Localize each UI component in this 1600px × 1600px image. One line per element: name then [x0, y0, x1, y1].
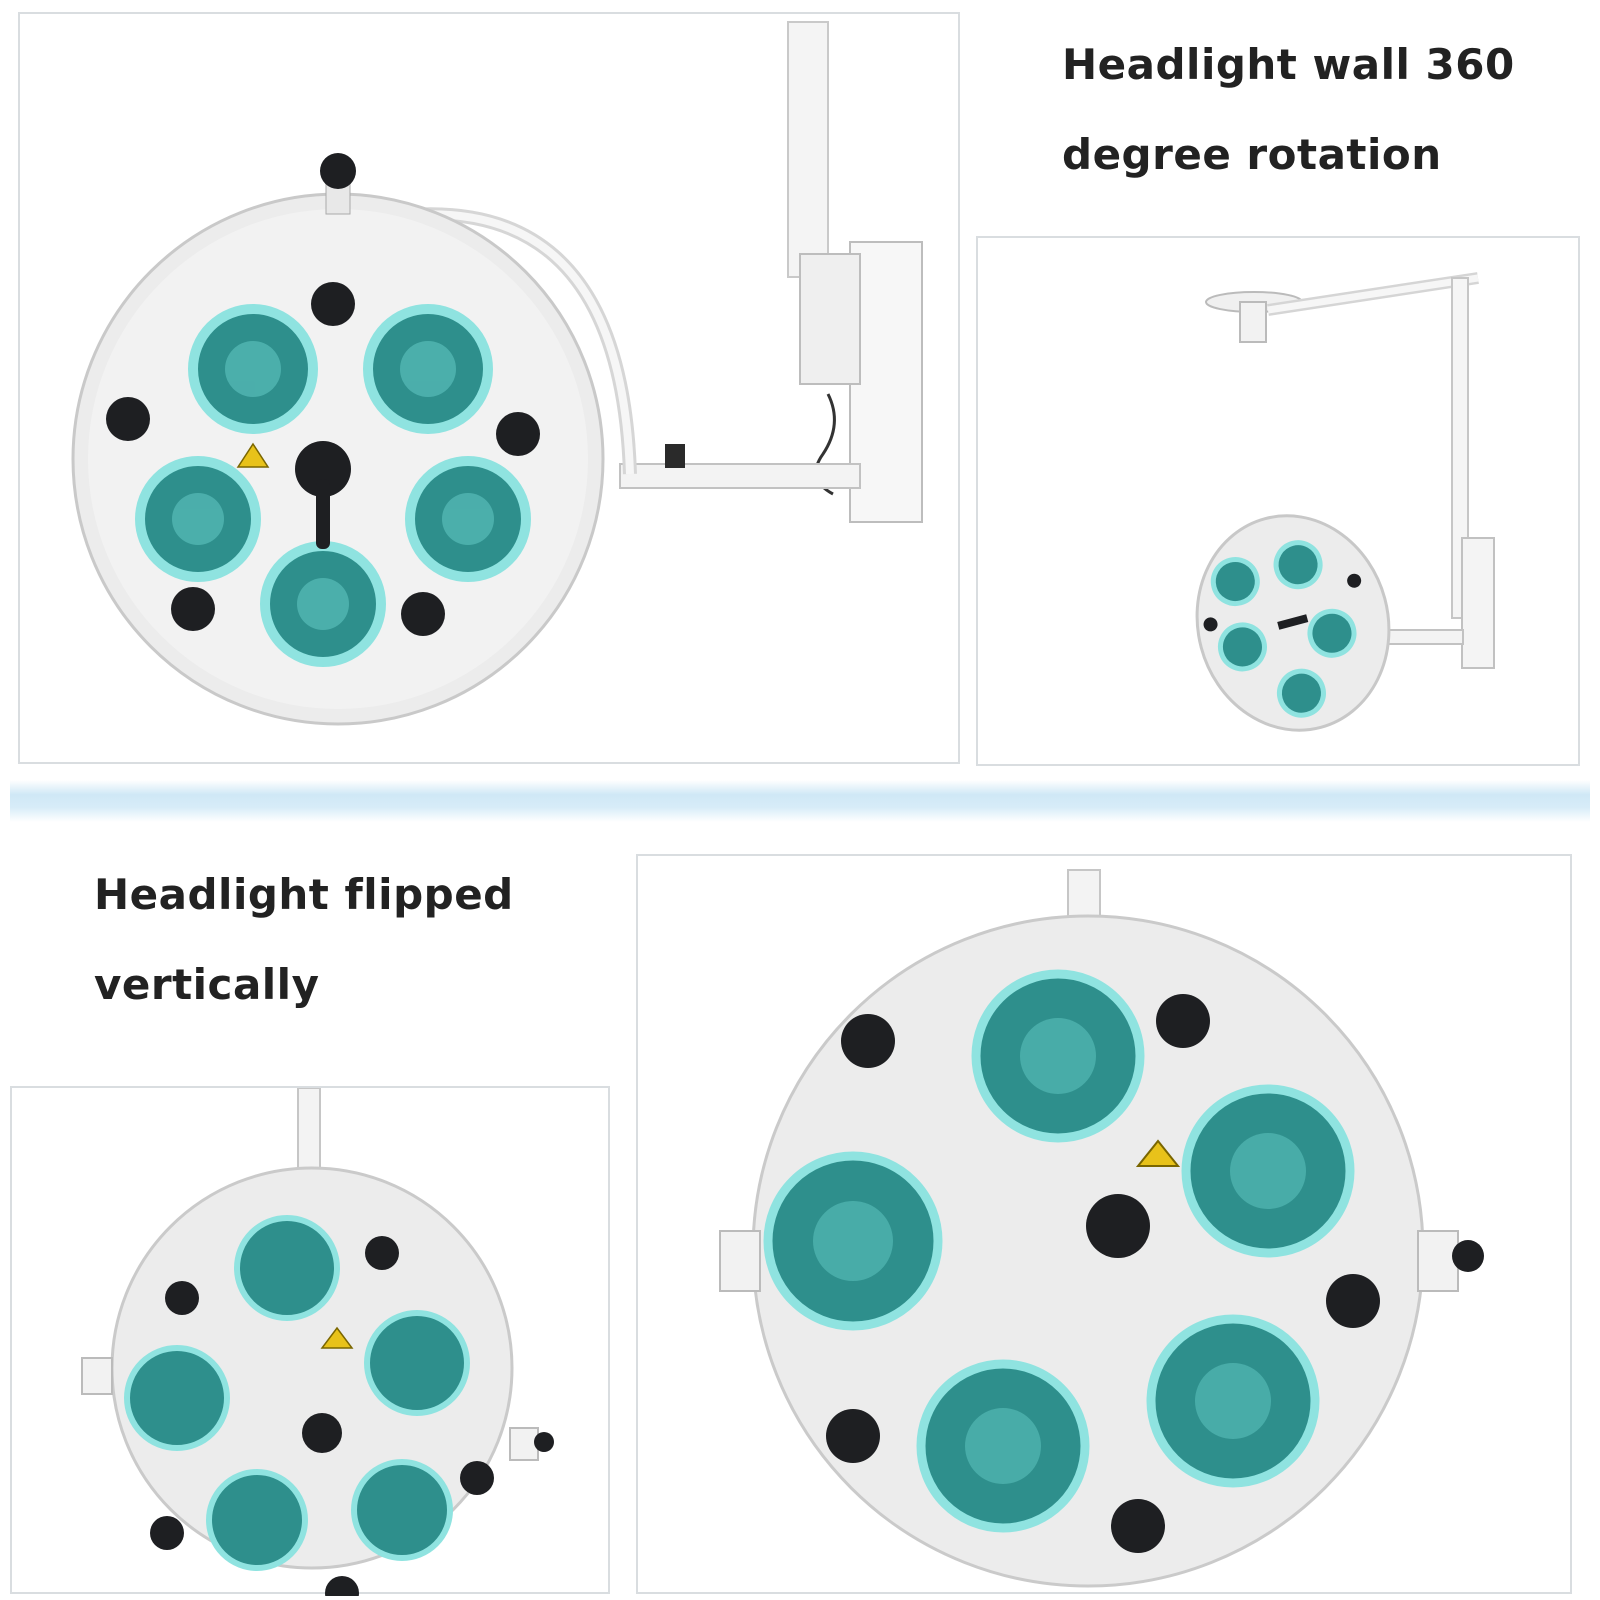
- panel-wall-arm-lamp: [18, 12, 960, 764]
- lamp-head-flipped-large: [719, 914, 1484, 1588]
- lamp-head-flipped-small: [81, 1166, 554, 1596]
- lamp-wall-arm-illustration: [71, 21, 923, 726]
- caption-rotation-line2: degree rotation: [1062, 130, 1442, 179]
- caption-flipped-line1: Headlight flipped: [94, 870, 514, 919]
- caption-flipped-line2: vertically: [94, 960, 320, 1009]
- lamp-rotated-illustration: [1195, 272, 1495, 732]
- panel-flipped-large: [636, 854, 1572, 1594]
- lamp-head: [71, 153, 605, 726]
- panel-flipped-small: [10, 1086, 610, 1596]
- lamp-flipped-large-illustration: [719, 869, 1484, 1588]
- caption-rotation-line1: Headlight wall 360: [1062, 40, 1515, 89]
- section-divider: [10, 780, 1590, 822]
- lamp-head-small: [1195, 514, 1391, 732]
- lamp-flipped-small-illustration: [81, 1088, 554, 1596]
- panel-rotation-view: [976, 236, 1580, 766]
